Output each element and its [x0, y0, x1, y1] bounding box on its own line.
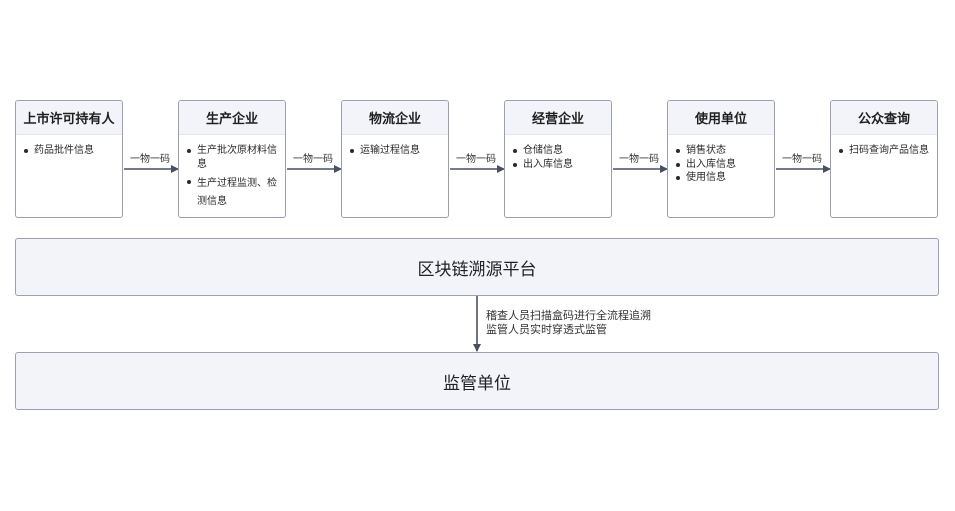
- node-title: 物流企业: [342, 101, 448, 135]
- node-logistics: 物流企业 运输过程信息: [341, 100, 449, 218]
- node-item: 使用信息: [674, 171, 770, 185]
- node-items: 运输过程信息: [342, 135, 448, 158]
- node-items: 仓储信息 出入库信息: [505, 135, 611, 171]
- node-title: 生产企业: [179, 101, 285, 135]
- regulation-note: 稽查人员扫描盒码进行全流程追溯: [486, 309, 651, 322]
- regulation-note: 监管人员实时穿透式监管: [486, 323, 607, 336]
- platform-label: 区块链溯源平台: [417, 259, 537, 280]
- node-title: 公众查询: [831, 101, 937, 135]
- edge-label: 一物一码: [781, 150, 823, 165]
- node-distributor: 经营企业 仓储信息 出入库信息: [504, 100, 612, 218]
- node-items: 扫码查询产品信息: [831, 135, 937, 158]
- node-item: 生产批次原材料信息: [185, 144, 281, 171]
- regulator-label: 监管单位: [443, 373, 511, 394]
- node-item: 生产过程监测、检测信息: [185, 175, 281, 211]
- platform-box: 区块链溯源平台: [15, 238, 939, 296]
- node-producer: 生产企业 生产批次原材料信息 生产过程监测、检测信息: [178, 100, 286, 218]
- node-item: 仓储信息: [511, 144, 607, 158]
- node-items: 生产批次原材料信息 生产过程监测、检测信息: [179, 135, 285, 211]
- node-items: 销售状态 出入库信息 使用信息: [668, 135, 774, 185]
- node-title: 经营企业: [505, 101, 611, 135]
- edge-label: 一物一码: [292, 150, 334, 165]
- node-user: 使用单位 销售状态 出入库信息 使用信息: [667, 100, 775, 218]
- node-items: 药品批件信息: [16, 135, 122, 158]
- edge-label: 一物一码: [618, 150, 660, 165]
- node-item: 药品批件信息: [22, 144, 118, 158]
- node-public: 公众查询 扫码查询产品信息: [830, 100, 938, 218]
- node-item: 出入库信息: [511, 158, 607, 172]
- node-holder: 上市许可持有人 药品批件信息: [15, 100, 123, 218]
- node-title: 上市许可持有人: [16, 101, 122, 135]
- regulation-notes: 稽查人员扫描盒码进行全流程追溯 监管人员实时穿透式监管: [486, 309, 651, 337]
- edge-label: 一物一码: [129, 150, 171, 165]
- node-item: 销售状态: [674, 144, 770, 158]
- node-item: 扫码查询产品信息: [837, 144, 933, 158]
- edge-label: 一物一码: [455, 150, 497, 165]
- node-item: 出入库信息: [674, 158, 770, 172]
- regulator-box: 监管单位: [15, 352, 939, 410]
- node-item: 运输过程信息: [348, 144, 444, 158]
- node-title: 使用单位: [668, 101, 774, 135]
